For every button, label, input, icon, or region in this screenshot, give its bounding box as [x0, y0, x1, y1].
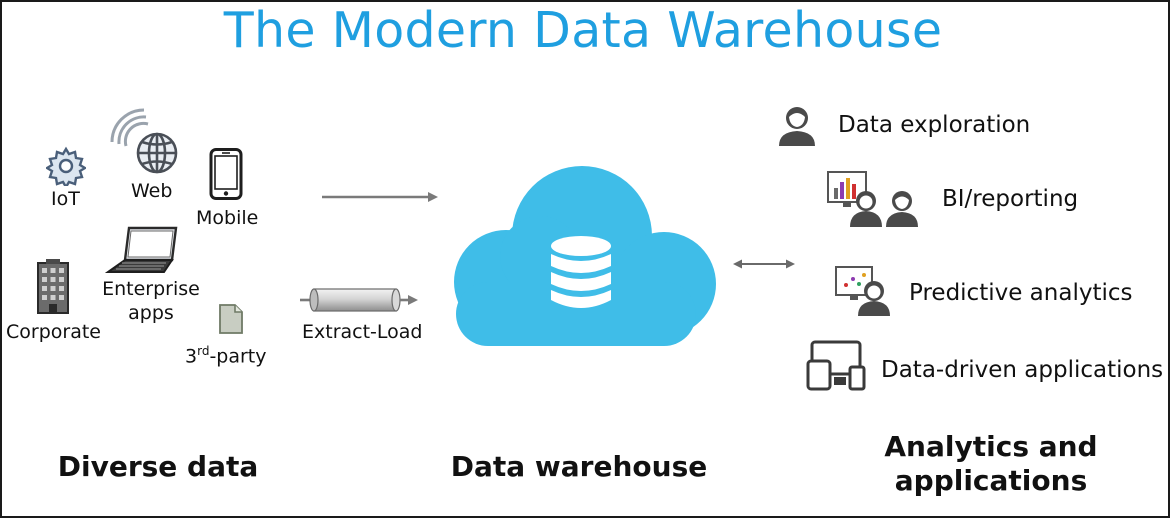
building-icon	[35, 257, 71, 315]
source-label-mobile: Mobile	[196, 207, 259, 229]
source-label-enterprise-line2: apps	[128, 302, 174, 324]
output-label-exploration: Data exploration	[838, 112, 1031, 138]
source-label-corporate: Corporate	[6, 321, 101, 343]
section-title-warehouse: Data warehouse	[450, 450, 708, 483]
source-label-third-party: 3rd-party	[185, 344, 267, 367]
section-title-diverse: Diverse data	[57, 450, 259, 483]
presentation-user-icon	[834, 265, 896, 317]
output-label-bi: BI/reporting	[942, 186, 1079, 212]
laptop-icon	[104, 226, 184, 276]
pipe-icon	[300, 285, 420, 315]
gear-icon	[46, 146, 86, 186]
third-party-prefix: 3	[185, 345, 198, 368]
page-title: The Modern Data Warehouse	[223, 2, 943, 59]
ingest-arrow-icon	[322, 190, 440, 204]
section-title-analytics-line2: applications	[894, 464, 1088, 497]
devices-icon	[806, 339, 868, 391]
section-title-analytics: Analytics and applications	[855, 430, 1127, 498]
third-party-suffix: -party	[209, 345, 267, 368]
extract-load-label: Extract-Load	[302, 321, 423, 343]
bidirectional-arrow-icon	[733, 257, 795, 271]
third-party-sup: rd	[197, 344, 210, 358]
smartphone-icon	[209, 148, 243, 200]
cloud-database-icon	[436, 164, 726, 350]
section-title-analytics-line1: Analytics and	[884, 430, 1098, 463]
output-label-apps: Data-driven applications	[881, 357, 1164, 383]
document-icon	[218, 303, 244, 335]
globe-wifi-icon	[106, 104, 180, 176]
source-label-enterprise-line1: Enterprise	[102, 278, 200, 300]
output-label-predictive: Predictive analytics	[909, 280, 1133, 306]
source-label-web: Web	[131, 180, 173, 202]
user-icon	[776, 103, 818, 147]
source-label-iot: IoT	[51, 188, 80, 210]
dashboard-users-icon	[826, 170, 930, 228]
source-label-enterprise: Enterprise apps	[99, 277, 203, 325]
